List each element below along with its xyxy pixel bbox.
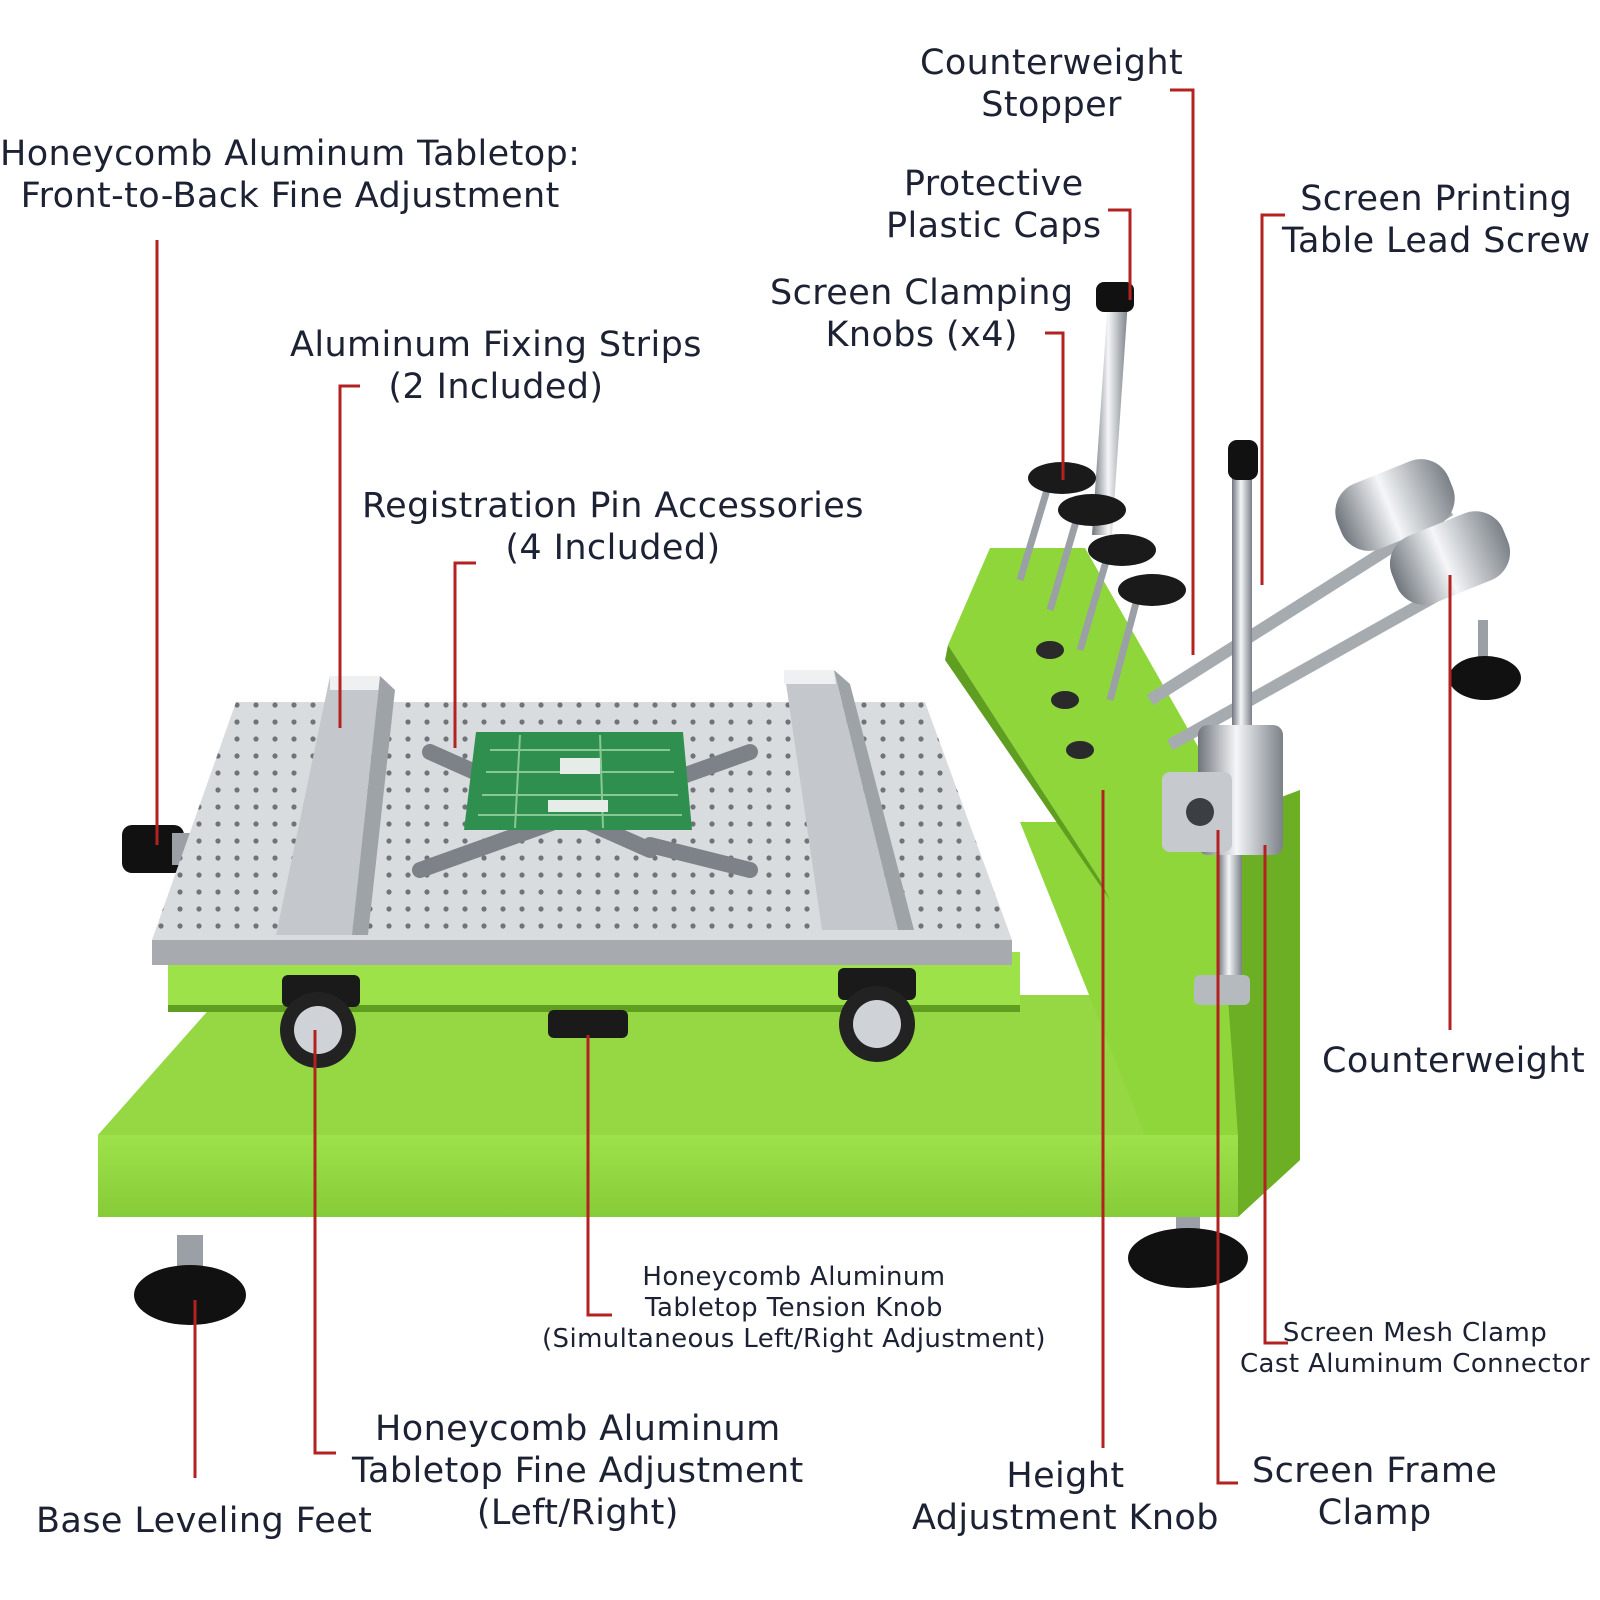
leader-protective-caps xyxy=(1108,208,1132,300)
label-line: Base Leveling Feet xyxy=(36,1501,373,1541)
label-line: Adjustment Knob xyxy=(912,1498,1219,1538)
label-line: Protective xyxy=(903,164,1084,204)
leader-registration-pins xyxy=(453,561,476,748)
label-line: Honeycomb Aluminum xyxy=(642,1262,946,1292)
label-fixing-strips: Aluminum Fixing Strips (2 Included) xyxy=(290,324,702,408)
label-registration-pins: Registration Pin Accessories (4 Included… xyxy=(362,485,864,569)
label-line: Plastic Caps xyxy=(886,206,1102,246)
label-line: Tabletop Fine Adjustment xyxy=(352,1451,804,1491)
label-line: Screen Printing xyxy=(1300,179,1573,219)
label-protective-caps: Protective Plastic Caps xyxy=(886,163,1101,247)
label-line: (Left/Right) xyxy=(476,1493,679,1533)
fixing-strip-right xyxy=(784,670,914,930)
stopper-rod xyxy=(1092,282,1134,535)
label-line: (2 Included) xyxy=(388,367,604,407)
cast-aluminum-connector xyxy=(1162,725,1283,855)
leader-mesh-clamp xyxy=(1263,845,1288,1345)
label-mesh-clamp: Screen Mesh Clamp Cast Aluminum Connecto… xyxy=(1240,1318,1590,1380)
label-frame-clamp: Screen Frame Clamp xyxy=(1252,1450,1497,1534)
label-line: Front-to-Back Fine Adjustment xyxy=(20,176,560,216)
label-line: Registration Pin Accessories xyxy=(362,486,864,526)
label-line: Stopper xyxy=(981,85,1122,125)
label-line: Honeycomb Aluminum xyxy=(375,1409,781,1449)
label-line: Height xyxy=(1006,1456,1125,1496)
label-lead-screw: Screen Printing Table Lead Screw xyxy=(1282,178,1590,262)
leveling-foot-front-left xyxy=(134,1235,246,1325)
clamping-knobs xyxy=(1016,462,1186,701)
leader-lines xyxy=(155,88,1452,1485)
label-line: Aluminum Fixing Strips xyxy=(290,325,702,365)
label-counterweight-stopper: Counterweight Stopper xyxy=(920,42,1183,126)
fixing-strip-left xyxy=(276,676,395,935)
tension-knob xyxy=(548,1010,628,1038)
label-height-knob: Height Adjustment Knob xyxy=(912,1455,1219,1539)
leader-lead-screw xyxy=(1260,213,1285,585)
leveling-foot-front-right xyxy=(1128,1205,1248,1288)
label-line: Table Lead Screw xyxy=(1282,221,1591,261)
fine-adjust-knob-right xyxy=(838,968,916,1062)
tabletop-carriage xyxy=(168,952,1020,1012)
label-line: Counterweight xyxy=(920,43,1184,83)
leader-tension-knob xyxy=(586,1035,612,1317)
label-line: Screen Clamping xyxy=(770,273,1074,313)
label-clamping-knobs: Screen Clamping Knobs (x4) xyxy=(770,272,1074,356)
label-line: Cast Aluminum Connector xyxy=(1240,1349,1590,1380)
label-line: Clamp xyxy=(1317,1493,1432,1533)
leader-clamping-knobs xyxy=(1045,331,1065,480)
screen-frame-clamp-plate xyxy=(945,548,1200,900)
label-line: Honeycomb Aluminum Tabletop: xyxy=(0,134,581,174)
counterweight-assembly xyxy=(1146,459,1521,751)
label-line: (Simultaneous Left/Right Adjustment) xyxy=(542,1324,1046,1355)
label-tabletop-front-back: Honeycomb Aluminum Tabletop: Front-to-Ba… xyxy=(0,133,580,217)
label-line: Screen Mesh Clamp xyxy=(1282,1318,1548,1348)
leader-counterweight-stopper xyxy=(1170,88,1195,655)
label-line: Screen Frame xyxy=(1252,1451,1498,1491)
label-line: Tabletop Tension Knob xyxy=(645,1293,943,1324)
fine-adjust-knob-left xyxy=(280,975,360,1068)
pcb-board xyxy=(464,732,692,830)
label-leveling-feet: Base Leveling Feet xyxy=(36,1500,372,1542)
label-fine-left-right: Honeycomb Aluminum Tabletop Fine Adjustm… xyxy=(352,1408,804,1534)
label-counterweight: Counterweight xyxy=(1322,1040,1585,1082)
label-line: Counterweight xyxy=(1322,1041,1586,1081)
leader-fixing-strips xyxy=(338,384,360,728)
lead-screw xyxy=(1194,440,1258,1005)
label-tension-knob: Honeycomb Aluminum Tabletop Tension Knob… xyxy=(542,1262,1046,1356)
label-line: (4 Included) xyxy=(505,528,721,568)
green-base xyxy=(98,995,1300,1217)
leader-fine-left-right xyxy=(313,1030,336,1455)
leader-frame-clamp xyxy=(1216,830,1238,1485)
label-line: Knobs (x4) xyxy=(825,315,1018,355)
